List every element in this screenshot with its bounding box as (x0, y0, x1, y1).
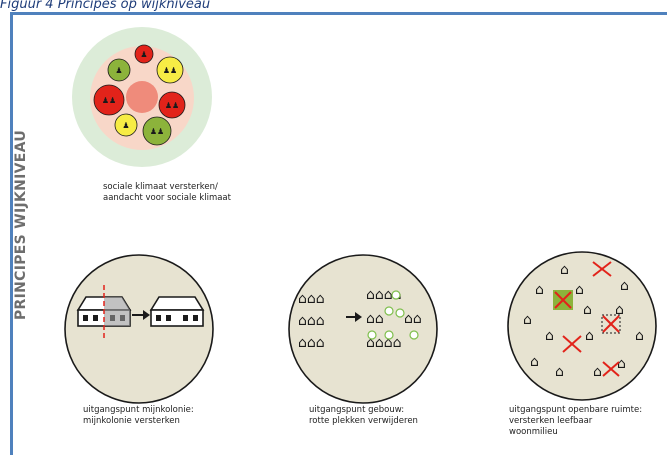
svg-text:⌂: ⌂ (575, 282, 584, 298)
mining-colony-diagram (64, 254, 214, 404)
center-circle (126, 81, 158, 113)
trees (367, 290, 419, 340)
arrow-icon (346, 312, 362, 322)
svg-text:♟: ♟ (122, 121, 129, 130)
svg-text:⌂: ⌂ (560, 262, 569, 278)
svg-text:⌂: ⌂ (620, 278, 629, 294)
houses-after: ⌂⌂⌂⌂⌂⌂⌂⌂⌂⌂⌂⌂ (366, 287, 422, 351)
people-icons (93, 44, 186, 146)
svg-text:⌂: ⌂ (593, 364, 602, 380)
svg-text:⌂: ⌂ (617, 356, 626, 372)
svg-text:⌂: ⌂ (635, 328, 644, 344)
svg-text:⌂⌂⌂: ⌂⌂⌂ (298, 291, 325, 307)
house-before-shadow (104, 297, 130, 326)
social-climate-diagram: ♟♟♟♟ ♟♟♟♟♟♟♟ (72, 27, 212, 167)
svg-text:⌂⌂⌂⌂: ⌂⌂⌂⌂ (366, 335, 402, 351)
svg-text:⌂: ⌂ (530, 354, 539, 370)
svg-text:⌂⌂: ⌂⌂ (404, 311, 422, 327)
arrow-icon (132, 310, 150, 320)
public-space-diagram: ⌂⌂⌂⌂ ⌂⌂⌂ ⌂⌂⌂ ⌂⌂⌂⌂ (507, 251, 657, 401)
svg-text:⌂: ⌂ (555, 364, 564, 380)
scattered-houses: ⌂⌂⌂⌂ ⌂⌂⌂ ⌂⌂⌂ ⌂⌂⌂⌂ (523, 262, 644, 380)
svg-text:♟: ♟ (140, 50, 147, 59)
principle-caption-2: uitgangspunt mijnkolonie:mijnkolonie ver… (83, 405, 194, 426)
svg-text:⌂: ⌂ (585, 328, 594, 344)
houses-before: ⌂⌂⌂ ⌂⌂⌂ ⌂⌂⌂ (298, 291, 325, 351)
svg-text:⌂⌂⌂⌂: ⌂⌂⌂⌂ (366, 287, 402, 303)
svg-text:⌂: ⌂ (535, 282, 544, 298)
principle-caption-1: sociale klimaat versterken/aandacht voor… (103, 182, 231, 203)
svg-text:♟♟: ♟♟ (163, 66, 177, 75)
principle-caption-3: uitgangspunt gebouw:rotte plekken verwij… (309, 405, 418, 426)
svg-text:⌂⌂: ⌂⌂ (366, 311, 384, 327)
house-after (149, 296, 205, 327)
svg-text:⌂⌂⌂: ⌂⌂⌂ (298, 313, 325, 329)
principle-caption-4: uitgangspunt openbare ruimte:versterken … (509, 405, 643, 437)
svg-text:⌂: ⌂ (545, 328, 554, 344)
remove-markers (554, 261, 620, 377)
svg-text:⌂: ⌂ (615, 302, 624, 318)
svg-text:⌂: ⌂ (523, 312, 532, 328)
svg-text:♟♟: ♟♟ (165, 101, 179, 110)
sidebar-title: PRINCIPES WIJKNIVEAU (13, 129, 29, 320)
svg-text:♟♟: ♟♟ (102, 96, 116, 105)
svg-text:♟: ♟ (115, 66, 122, 75)
svg-text:♟♟: ♟♟ (150, 127, 164, 136)
person-glyphs: ♟♟♟♟ ♟♟♟♟♟♟♟ (102, 50, 179, 136)
svg-text:⌂⌂⌂: ⌂⌂⌂ (298, 335, 325, 351)
building-diagram: ⌂⌂⌂⌂⌂⌂⌂⌂⌂ ⌂⌂⌂⌂⌂⌂⌂⌂⌂⌂⌂⌂ (288, 254, 438, 404)
figure-caption: Figuur 4 Principes op wijkniveau (0, 0, 211, 12)
svg-text:⌂: ⌂ (583, 302, 592, 318)
